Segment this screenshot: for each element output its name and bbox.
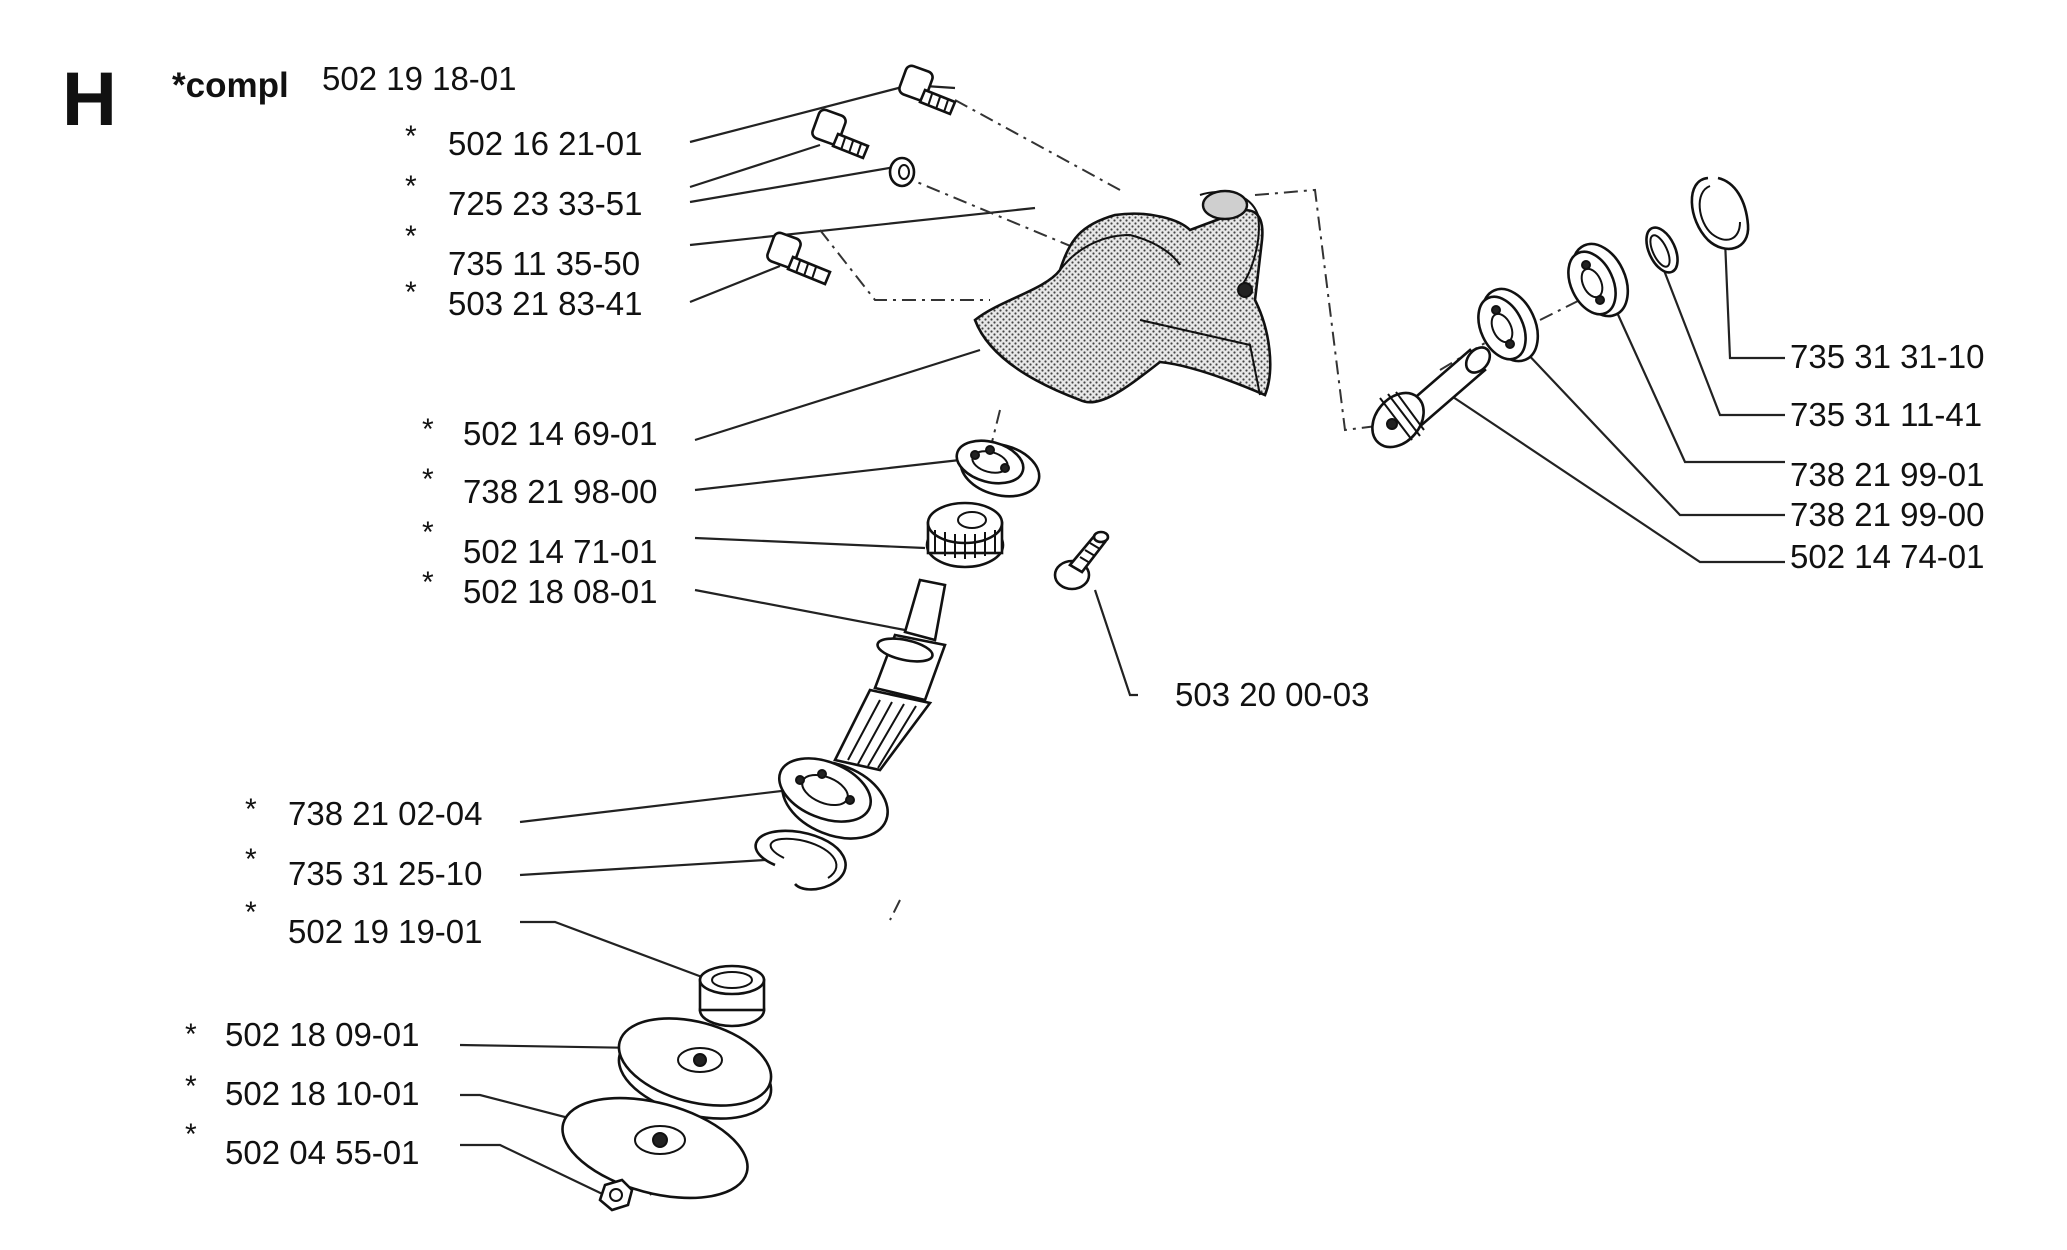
part-label: 735 31 11-41 (1790, 396, 1983, 433)
star-marker: * (185, 1070, 197, 1103)
part-label: 738 21 98-00 (463, 473, 658, 510)
screw-icon (811, 108, 870, 160)
part-label: 735 31 31-10 (1790, 338, 1985, 375)
retaining-ring-icon (1690, 176, 1750, 251)
part-label: 502 18 10-01 (225, 1075, 420, 1112)
star-marker: * (422, 516, 434, 549)
star-marker: * (245, 793, 257, 826)
screw-icon (766, 231, 832, 286)
star-marker: * (405, 276, 417, 309)
part-label: 502 16 21-01 (448, 125, 643, 162)
part-label: 502 04 55-01 (225, 1134, 420, 1171)
washer-icon (888, 156, 916, 188)
screw-icon (1053, 530, 1110, 591)
pinion-gear-icon (1371, 346, 1492, 449)
retaining-ring-icon (754, 829, 847, 891)
bearing-icon (1477, 287, 1540, 363)
compl-part-number: 502 19 18-01 (322, 60, 517, 97)
part-label: 503 21 83-41 (448, 285, 643, 322)
drive-shaft-icon (833, 578, 947, 772)
part-label: 502 14 74-01 (1790, 538, 1985, 575)
star-marker: * (245, 896, 257, 929)
star-marker: * (245, 843, 257, 876)
part-label: 738 21 99-00 (1790, 496, 1985, 533)
bevel-gear-icon (925, 501, 1005, 569)
leader-lines (459, 83, 1785, 1201)
part-label: 502 19 19-01 (288, 913, 483, 950)
part-label: 738 21 99-01 (1790, 456, 1985, 493)
part-label: 738 21 02-04 (288, 795, 483, 832)
star-marker: * (185, 1118, 197, 1151)
circlip-icon (1645, 226, 1679, 274)
part-label: 503 20 00-03 (1175, 676, 1370, 713)
gear-housing-icon (973, 189, 1272, 404)
part-label: 502 14 69-01 (463, 415, 658, 452)
star-marker: * (422, 463, 434, 496)
star-marker: * (422, 413, 434, 446)
part-label: 502 18 09-01 (225, 1016, 420, 1053)
part-label: 502 18 08-01 (463, 573, 658, 610)
nut-icon (598, 1178, 634, 1212)
section-letter: H (62, 57, 117, 142)
thrust-washer-icon (617, 1017, 773, 1120)
bearing-icon (777, 757, 889, 840)
compl-label: *compl (172, 66, 289, 105)
support-cup-icon (561, 1096, 749, 1200)
bearing-icon (955, 439, 1041, 498)
part-label: 725 23 33-51 (448, 185, 643, 222)
part-label: 502 14 71-01 (463, 533, 658, 570)
part-label: 735 11 35-50 (448, 245, 641, 282)
sleeve-icon (698, 964, 766, 1028)
part-label: 735 31 25-10 (288, 855, 483, 892)
bearing-icon (1567, 242, 1630, 318)
screw-icon (898, 64, 957, 116)
star-marker: * (422, 566, 434, 599)
star-marker: * (405, 170, 417, 203)
star-marker: * (405, 220, 417, 253)
star-marker: * (185, 1018, 197, 1051)
star-marker: * (405, 120, 417, 153)
